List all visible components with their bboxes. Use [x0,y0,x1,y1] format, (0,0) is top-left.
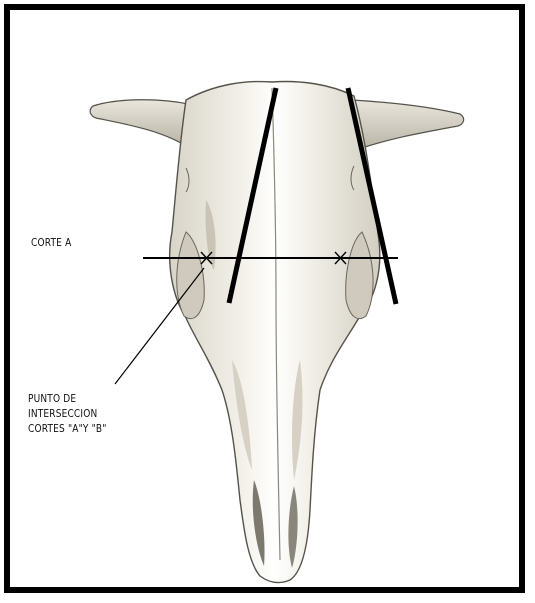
skull-outline [170,82,380,583]
intersection-label-line-1: PUNTO DE [28,392,107,407]
intersection-label: PUNTO DE INTERSECCION CORTES "A"Y "B" [28,392,107,437]
corte-a-label: CORTE A [31,236,71,249]
right-horn [352,100,464,150]
left-horn [90,100,188,146]
intersection-label-line-3: CORTES "A"Y "B" [28,422,107,437]
intersection-label-line-2: INTERSECCION [28,407,107,422]
